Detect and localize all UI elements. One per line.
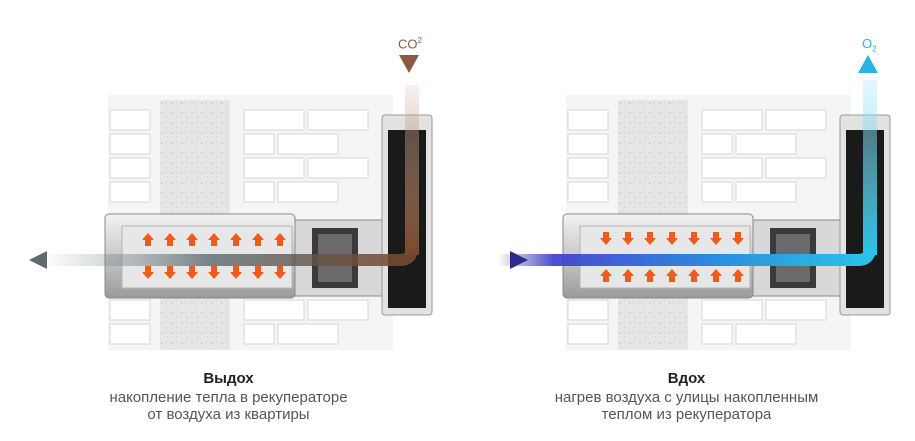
heat-arrows-down [142,266,286,279]
inhale-panel: O2 Вдох нагрев воздуха с улицы накопленн… [458,0,915,441]
inhale-diagram [498,55,891,350]
inhale-line-2: теплом из рекуператора [601,406,772,423]
inhale-title: Вдох [667,370,706,387]
exhale-horizontal-flow [40,247,418,266]
heat-arrows-up [600,269,744,282]
o2-label: O2 [862,36,877,54]
heat-arrows-up [142,233,286,246]
exhale-panel: CO2 Выдох накопление тепла в рекуператор… [0,0,457,441]
exhale-vertical-flow [405,85,419,255]
inhale-vertical-flow [863,80,877,255]
arrow-down-icon [399,55,419,73]
heat-arrows-down [600,232,744,245]
exhale-caption: Выдох накопление тепла в рекуператоре от… [0,370,457,423]
co2-label: CO2 [398,36,422,52]
inhale-line-1: нагрев воздуха с улицы накопленным [554,389,819,406]
arrow-left-icon [29,251,47,269]
exhale-line-1: накопление тепла в рекуператоре [109,389,348,406]
brick-wall [109,109,369,345]
exhale-diagram [29,55,433,350]
brick-wall [567,109,827,345]
arrow-up-icon [858,55,878,73]
inhale-caption: Вдох нагрев воздуха с улицы накопленным … [458,370,915,423]
arrow-right-icon [510,251,528,269]
inhale-horizontal-flow [498,247,876,266]
exhale-line-2: от воздуха из квартиры [147,406,310,423]
exhale-title: Выдох [203,370,254,387]
